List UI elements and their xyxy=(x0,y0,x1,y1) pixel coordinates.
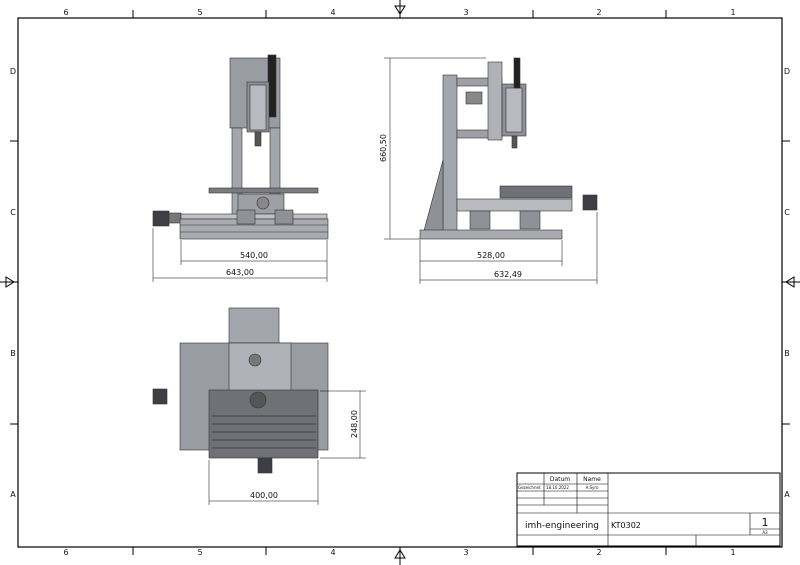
zone-label: 2 xyxy=(596,8,601,17)
zone-label: A xyxy=(10,490,16,499)
zone-labels-top: 6 5 4 3 2 1 xyxy=(63,8,735,17)
zone-label: D xyxy=(10,67,16,76)
dimension-label: 643,00 xyxy=(226,268,254,277)
zone-label: C xyxy=(784,208,790,217)
title-block-sheet-number: 1 xyxy=(762,516,769,529)
zone-label: 5 xyxy=(197,548,202,557)
top-view xyxy=(152,307,329,474)
title-block-drawn-date: 18.10.2022 xyxy=(546,485,569,490)
zone-label: 1 xyxy=(730,8,735,17)
front-dimensions xyxy=(152,228,328,282)
zone-labels-left: D C B A xyxy=(10,67,16,499)
title-block-drawing-number: KT0302 xyxy=(611,521,641,530)
side-dimensions xyxy=(384,57,598,284)
zone-label: 3 xyxy=(463,548,468,557)
dimension-label: 540,00 xyxy=(240,251,268,260)
zone-label: 1 xyxy=(730,548,735,557)
zone-label: 3 xyxy=(463,8,468,17)
title-block-header-date: Datum xyxy=(550,476,570,483)
front-view xyxy=(152,54,329,240)
top-dimensions xyxy=(208,390,366,505)
zone-labels-bottom: 6 5 4 3 2 1 xyxy=(63,548,735,557)
title-block-header-name: Name xyxy=(583,476,601,483)
zone-label: 5 xyxy=(197,8,202,17)
dimension-label: 248,00 xyxy=(350,410,359,438)
zone-label: C xyxy=(10,208,16,217)
side-view xyxy=(419,57,598,240)
zone-label: 6 xyxy=(63,8,68,17)
zone-label: 4 xyxy=(330,8,335,17)
zone-label: B xyxy=(10,349,16,358)
dimension-label: 660,50 xyxy=(379,134,388,162)
zone-labels-right: D C B A xyxy=(784,67,790,499)
zone-label: A xyxy=(784,490,790,499)
dimension-label: 528,00 xyxy=(477,251,505,260)
zone-ticks xyxy=(10,10,790,555)
zone-label: 6 xyxy=(63,548,68,557)
dimension-label: 400,00 xyxy=(250,491,278,500)
title-block-drawn-label: Gezeichnet xyxy=(518,485,541,490)
title-block xyxy=(516,472,781,547)
sheet-border xyxy=(17,17,783,548)
title-block-drawn-name: A.Syro xyxy=(586,485,599,490)
zone-label: 4 xyxy=(330,548,335,557)
title-block-company: imh-engineering xyxy=(525,521,599,531)
zone-label: B xyxy=(784,349,790,358)
zone-label: D xyxy=(784,67,790,76)
dimension-label: 632,49 xyxy=(494,270,522,279)
title-block-format: A3 xyxy=(762,530,768,535)
zone-label: 2 xyxy=(596,548,601,557)
